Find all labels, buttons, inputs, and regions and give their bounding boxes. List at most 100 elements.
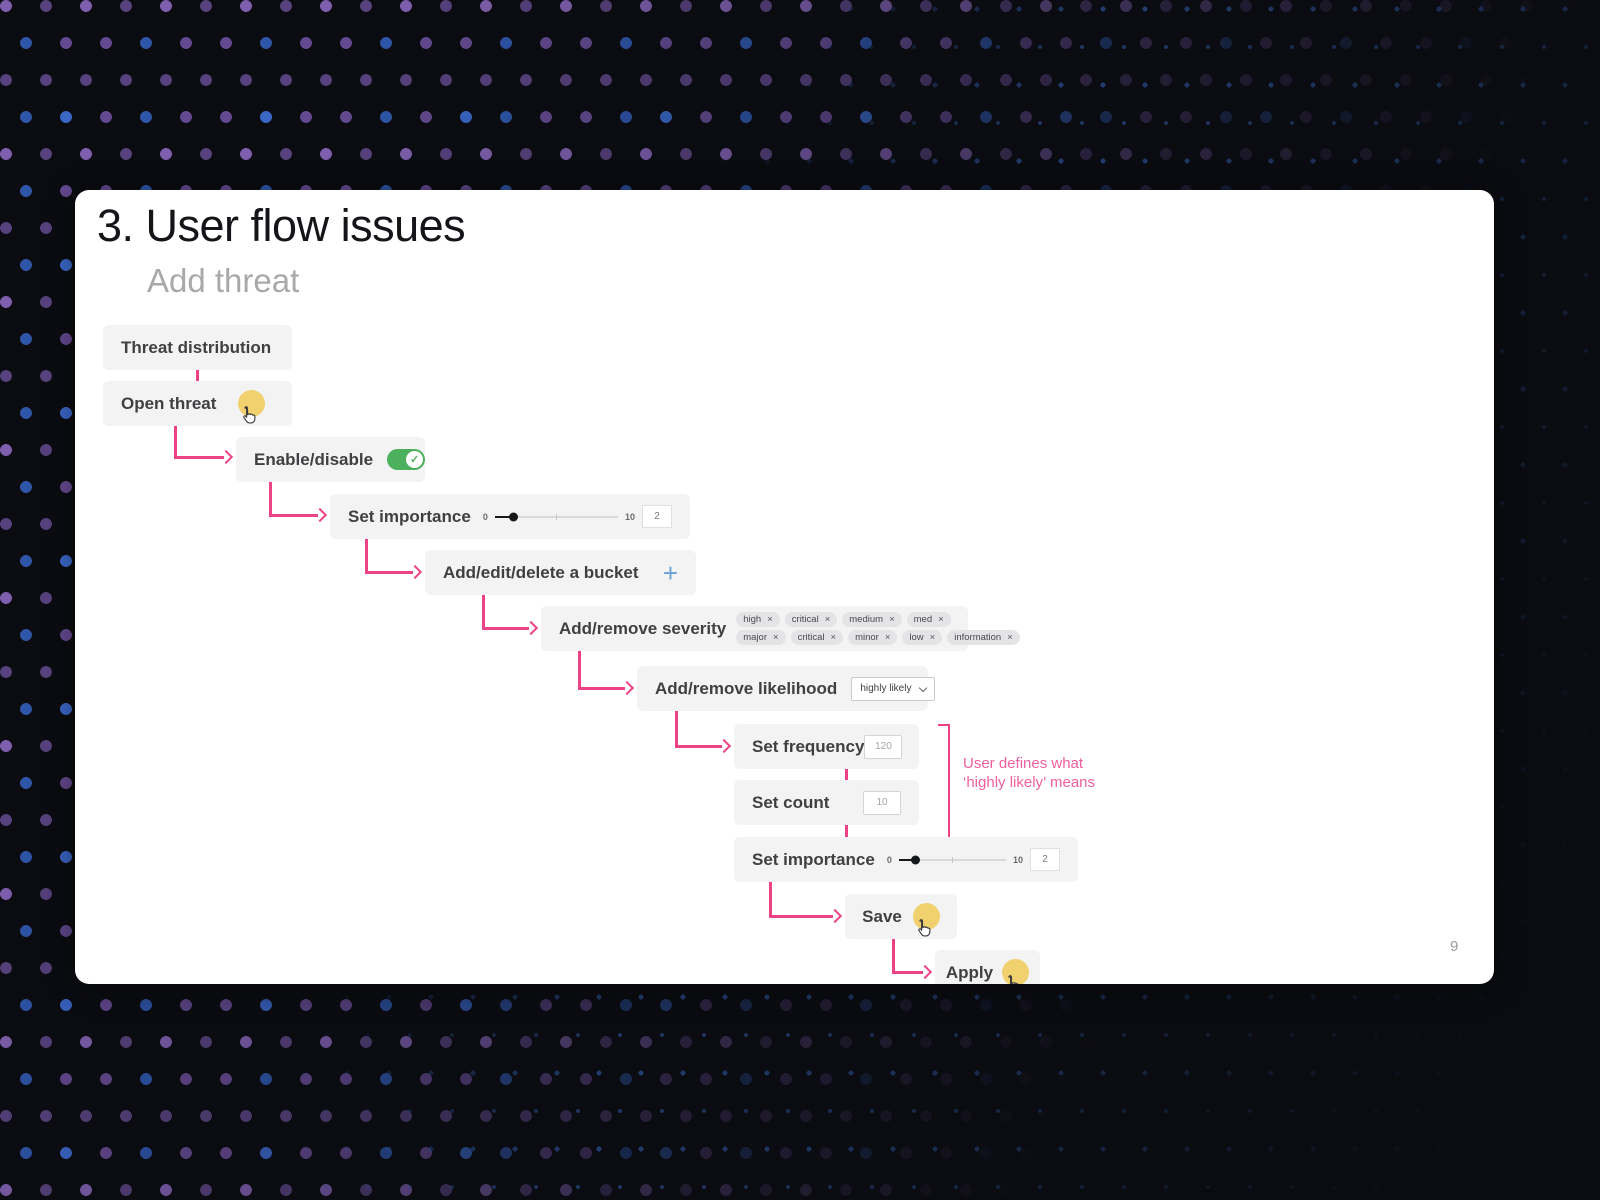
flow-node-label: Open threat bbox=[121, 393, 217, 413]
connector-line bbox=[675, 745, 722, 748]
connector-line bbox=[196, 370, 199, 381]
slider-track[interactable] bbox=[898, 855, 1006, 864]
connector-line bbox=[365, 571, 413, 574]
save-button-label: Save bbox=[862, 906, 902, 926]
flow-node-label: Enable/disable bbox=[254, 449, 374, 469]
severity-tag[interactable]: minor× bbox=[848, 630, 898, 646]
flow-node-set-frequency: Set frequency 120 bbox=[734, 724, 919, 769]
dropdown-selected-value: highly likely bbox=[860, 683, 912, 694]
severity-tag[interactable]: med× bbox=[906, 611, 951, 627]
connector-line bbox=[769, 915, 833, 918]
flow-node-label: Add/remove severity bbox=[559, 618, 727, 638]
slider-handle[interactable] bbox=[509, 512, 519, 521]
click-cursor-icon bbox=[912, 903, 940, 937]
flow-node-label: Set frequency bbox=[752, 736, 865, 756]
frequency-input[interactable]: 120 bbox=[864, 734, 903, 759]
remove-tag-icon[interactable]: × bbox=[824, 613, 831, 625]
remove-tag-icon[interactable]: × bbox=[767, 613, 773, 625]
enable-toggle[interactable]: ✓ bbox=[387, 449, 426, 470]
connector-line bbox=[269, 514, 318, 517]
page-subtitle: Add threat bbox=[147, 262, 300, 299]
arrow-head-icon bbox=[407, 564, 423, 580]
remove-tag-icon[interactable]: × bbox=[938, 613, 944, 625]
toggle-check-icon: ✓ bbox=[406, 451, 424, 468]
slider-fill bbox=[898, 858, 915, 861]
annotation-note: User defines what ‘highly likely’ means bbox=[963, 754, 1095, 792]
slider-handle[interactable] bbox=[910, 855, 920, 864]
slider-min-label: 0 bbox=[886, 854, 892, 865]
connector-line bbox=[675, 711, 678, 747]
annotation-line: ‘highly likely’ means bbox=[963, 774, 1095, 791]
apply-button[interactable]: Apply bbox=[935, 950, 1040, 984]
arrow-head-icon bbox=[619, 680, 635, 696]
flow-node-set-importance-2: Set importance 0 10 2 bbox=[734, 837, 1078, 882]
connector-line bbox=[174, 456, 224, 459]
remove-tag-icon[interactable]: × bbox=[884, 632, 891, 643]
slider-max-label: 10 bbox=[1012, 854, 1023, 865]
click-cursor-icon bbox=[1002, 959, 1030, 984]
severity-tag[interactable]: high× bbox=[736, 611, 780, 627]
importance-slider[interactable]: 0 10 2 bbox=[887, 848, 1060, 871]
importance-slider[interactable]: 0 10 2 bbox=[483, 505, 672, 528]
flow-node-threat-distribution[interactable]: Threat distribution bbox=[103, 325, 292, 370]
severity-tag-list: high× critical× medium× med× major× crit… bbox=[736, 611, 1020, 646]
connector-line bbox=[845, 769, 848, 780]
flow-node-add-edit-delete-bucket: Add/edit/delete a bucket + bbox=[425, 550, 696, 595]
presentation-slide: 3. User flow issues Add threat User defi… bbox=[75, 190, 1494, 984]
severity-tag[interactable]: low× bbox=[902, 630, 943, 646]
connector-line bbox=[578, 687, 625, 690]
severity-tag[interactable]: medium× bbox=[842, 611, 902, 627]
severity-tag[interactable]: major× bbox=[736, 630, 786, 646]
arrow-head-icon bbox=[218, 449, 234, 465]
arrow-head-icon bbox=[312, 507, 328, 523]
flow-node-open-threat[interactable]: Open threat bbox=[103, 381, 292, 426]
remove-tag-icon[interactable]: × bbox=[773, 632, 779, 643]
slider-track[interactable] bbox=[494, 512, 618, 521]
remove-tag-icon[interactable]: × bbox=[830, 632, 837, 643]
flow-node-add-remove-severity: Add/remove severity high× critical× medi… bbox=[541, 606, 1020, 651]
arrow-head-icon bbox=[917, 964, 933, 980]
remove-tag-icon[interactable]: × bbox=[889, 613, 895, 625]
flow-node-label: Threat distribution bbox=[121, 337, 272, 357]
annotation-line: User defines what bbox=[963, 755, 1084, 772]
remove-tag-icon[interactable]: × bbox=[929, 632, 936, 643]
slider-fill bbox=[494, 515, 514, 518]
click-cursor-icon bbox=[238, 390, 266, 424]
flow-node-set-importance-1: Set importance 0 10 2 bbox=[330, 494, 690, 539]
flow-node-label: Add/remove likelihood bbox=[655, 678, 838, 698]
slider-max-label: 10 bbox=[624, 511, 635, 522]
connector-line bbox=[174, 426, 177, 458]
importance-value-field[interactable]: 2 bbox=[1030, 848, 1060, 871]
severity-tag-row: high× critical× medium× med× bbox=[736, 611, 1020, 627]
likelihood-dropdown[interactable]: highly likely bbox=[851, 676, 936, 701]
slider-mid-tick bbox=[952, 856, 954, 863]
apply-button-label: Apply bbox=[945, 962, 994, 982]
flow-node-set-count: Set count 10 bbox=[734, 780, 919, 825]
arrow-head-icon bbox=[523, 620, 539, 636]
arrow-head-icon bbox=[827, 908, 843, 924]
flow-node-enable-disable: Enable/disable ✓ bbox=[236, 437, 426, 482]
annotation-bracket bbox=[938, 724, 948, 726]
arrow-head-icon bbox=[716, 738, 732, 754]
add-bucket-button[interactable]: + bbox=[662, 557, 678, 588]
severity-tag[interactable]: critical× bbox=[784, 611, 838, 627]
remove-tag-icon[interactable]: × bbox=[1007, 632, 1013, 643]
connector-line bbox=[769, 882, 772, 917]
annotation-bracket bbox=[948, 724, 950, 843]
importance-value-field[interactable]: 2 bbox=[642, 505, 672, 528]
flow-node-add-remove-likelihood: Add/remove likelihood highly likely bbox=[637, 666, 936, 711]
count-input[interactable]: 10 bbox=[863, 790, 901, 815]
connector-line bbox=[365, 539, 368, 573]
connector-line bbox=[482, 595, 485, 629]
connector-line bbox=[482, 627, 529, 630]
connector-line bbox=[892, 939, 895, 973]
flow-node-label: Set importance bbox=[752, 849, 875, 869]
flow-node-label: Set count bbox=[752, 792, 830, 812]
severity-tag[interactable]: critical× bbox=[790, 630, 844, 646]
page-number: 9 bbox=[1450, 938, 1459, 955]
connector-line bbox=[578, 651, 581, 689]
connector-line bbox=[845, 825, 848, 837]
page-title: 3. User flow issues bbox=[97, 200, 466, 251]
severity-tag[interactable]: information× bbox=[947, 630, 1020, 646]
save-button[interactable]: Save bbox=[845, 894, 957, 939]
